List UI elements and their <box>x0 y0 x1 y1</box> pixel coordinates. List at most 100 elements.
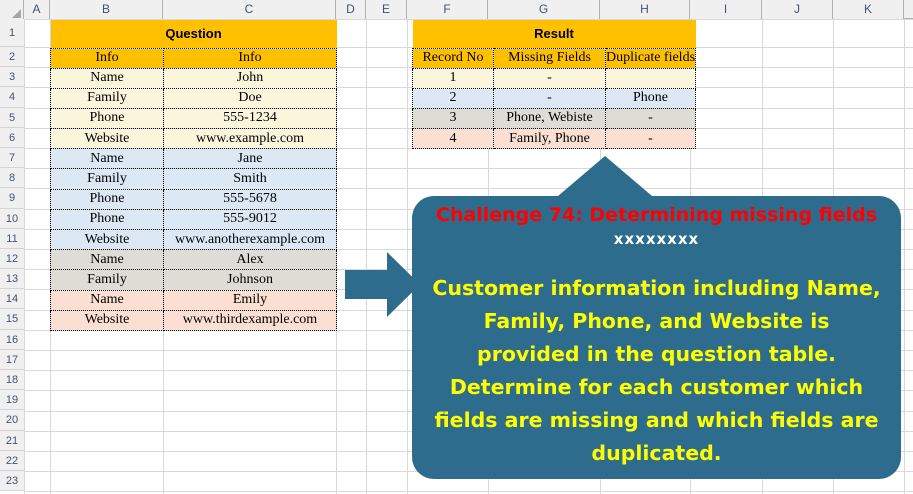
result-record-no-cell[interactable]: 3 <box>412 107 494 130</box>
row-header-6[interactable]: 6 <box>0 127 24 148</box>
result-header-missing-fields: Missing Fields <box>493 47 606 69</box>
question-field-cell[interactable]: Phone <box>50 208 164 231</box>
result-table: Result Record No Missing Fields Duplicat… <box>412 20 697 150</box>
question-header-row: Info Info <box>50 47 337 69</box>
question-field-cell[interactable]: Family <box>50 168 164 190</box>
row-header-14[interactable]: 14 <box>0 289 24 310</box>
up-arrow-icon <box>558 156 652 208</box>
row-header-1[interactable]: 1 <box>0 19 24 47</box>
result-header-record-no: Record No <box>412 47 494 69</box>
row-header-20[interactable]: 20 <box>0 410 24 431</box>
question-field-cell[interactable]: Family <box>50 87 164 109</box>
question-field-cell[interactable]: Website <box>50 309 164 331</box>
question-header-info-c: Info <box>163 47 337 69</box>
question-value-cell[interactable]: 555-5678 <box>163 188 337 210</box>
question-field-cell[interactable]: Name <box>50 289 164 311</box>
column-header-j[interactable]: J <box>762 0 833 19</box>
question-field-cell[interactable]: Website <box>50 228 164 251</box>
column-header-b[interactable]: B <box>50 0 163 19</box>
question-value-cell[interactable]: Jane <box>163 148 337 170</box>
row-header-23[interactable]: 23 <box>0 470 24 492</box>
row-header-11[interactable]: 11 <box>0 228 24 249</box>
question-field-cell[interactable]: Phone <box>50 188 164 210</box>
result-record-no-cell[interactable]: 4 <box>412 128 494 150</box>
row-header-10[interactable]: 10 <box>0 208 24 229</box>
result-duplicate-fields-cell[interactable]: Phone <box>604 87 697 109</box>
column-header-c[interactable]: C <box>163 0 336 19</box>
row-header-9[interactable]: 9 <box>0 188 24 209</box>
row-header-4[interactable]: 4 <box>0 87 24 108</box>
question-value-cell[interactable]: John <box>163 67 337 89</box>
column-header-k[interactable]: K <box>833 0 904 19</box>
row-header-22[interactable]: 22 <box>0 450 24 471</box>
column-header-f[interactable]: F <box>407 0 488 19</box>
result-missing-fields-cell[interactable]: Phone, Webiste <box>493 107 606 130</box>
column-header-h[interactable]: H <box>600 0 690 19</box>
question-value-cell[interactable]: 555-1234 <box>163 107 337 130</box>
question-value-cell[interactable]: Alex <box>163 249 337 271</box>
result-banner-row: Result <box>412 20 696 48</box>
result-header-row: Record No Missing Fields Duplicate field… <box>412 47 697 69</box>
result-missing-fields-cell[interactable]: Family, Phone <box>493 128 606 150</box>
question-value-cell[interactable]: Doe <box>163 87 337 109</box>
result-record-no-cell[interactable]: 1 <box>412 67 494 89</box>
row-header-7[interactable]: 7 <box>0 147 24 169</box>
row-header-16[interactable]: 16 <box>0 329 24 350</box>
question-value-cell[interactable]: Emily <box>163 289 337 311</box>
column-header-i[interactable]: I <box>690 0 762 19</box>
grid-line-horizontal <box>24 168 913 169</box>
question-field-cell[interactable]: Name <box>50 249 164 271</box>
column-header-a[interactable]: A <box>24 0 50 19</box>
result-missing-fields-cell[interactable]: - <box>493 87 606 109</box>
question-value-cell[interactable]: www.anotherexample.com <box>163 228 337 251</box>
question-value-cell[interactable]: Johnson <box>163 269 337 291</box>
result-duplicate-fields-cell[interactable]: - <box>604 107 697 130</box>
question-field-cell[interactable]: Phone <box>50 107 164 130</box>
select-all-corner[interactable] <box>0 0 24 19</box>
question-field-cell[interactable]: Name <box>50 67 164 89</box>
question-value-cell[interactable]: www.example.com <box>163 128 337 150</box>
row-header-2[interactable]: 2 <box>0 47 24 68</box>
row-header-3[interactable]: 3 <box>0 67 24 88</box>
question-field-cell[interactable]: Name <box>50 148 164 170</box>
grid-line-vertical <box>407 19 408 494</box>
result-missing-fields-cell[interactable]: - <box>493 67 606 89</box>
question-value-cell[interactable]: www.thirdexample.com <box>163 309 337 331</box>
question-field-cell[interactable]: Website <box>50 128 164 150</box>
result-record-no-cell[interactable]: 2 <box>412 87 494 109</box>
question-field-cell[interactable]: Family <box>50 269 164 291</box>
row-header-17[interactable]: 17 <box>0 349 24 370</box>
row-header-21[interactable]: 21 <box>0 430 24 451</box>
column-header-d[interactable]: D <box>336 0 366 19</box>
column-header-e[interactable]: E <box>366 0 407 19</box>
question-banner-cell: Question <box>50 20 337 48</box>
row-header-18[interactable]: 18 <box>0 370 24 391</box>
question-value-cell[interactable]: Smith <box>163 168 337 190</box>
column-header-g[interactable]: G <box>488 0 600 19</box>
result-duplicate-fields-cell[interactable] <box>604 67 697 89</box>
row-header-8[interactable]: 8 <box>0 168 24 189</box>
question-value-cell[interactable]: 555-9012 <box>163 208 337 231</box>
row-header-13[interactable]: 13 <box>0 269 24 290</box>
grid-line-horizontal <box>24 188 913 189</box>
result-duplicate-fields-cell[interactable]: - <box>604 128 697 150</box>
row-header-12[interactable]: 12 <box>0 248 24 270</box>
row-header-15[interactable]: 15 <box>0 309 24 330</box>
right-arrow-icon <box>345 252 420 317</box>
result-table-body: Result Record No Missing Fields Duplicat… <box>412 20 697 150</box>
row-header-19[interactable]: 19 <box>0 390 24 411</box>
grid-line-vertical <box>24 19 25 494</box>
row-header-5[interactable]: 5 <box>0 107 24 128</box>
grid-line-vertical <box>336 19 337 494</box>
